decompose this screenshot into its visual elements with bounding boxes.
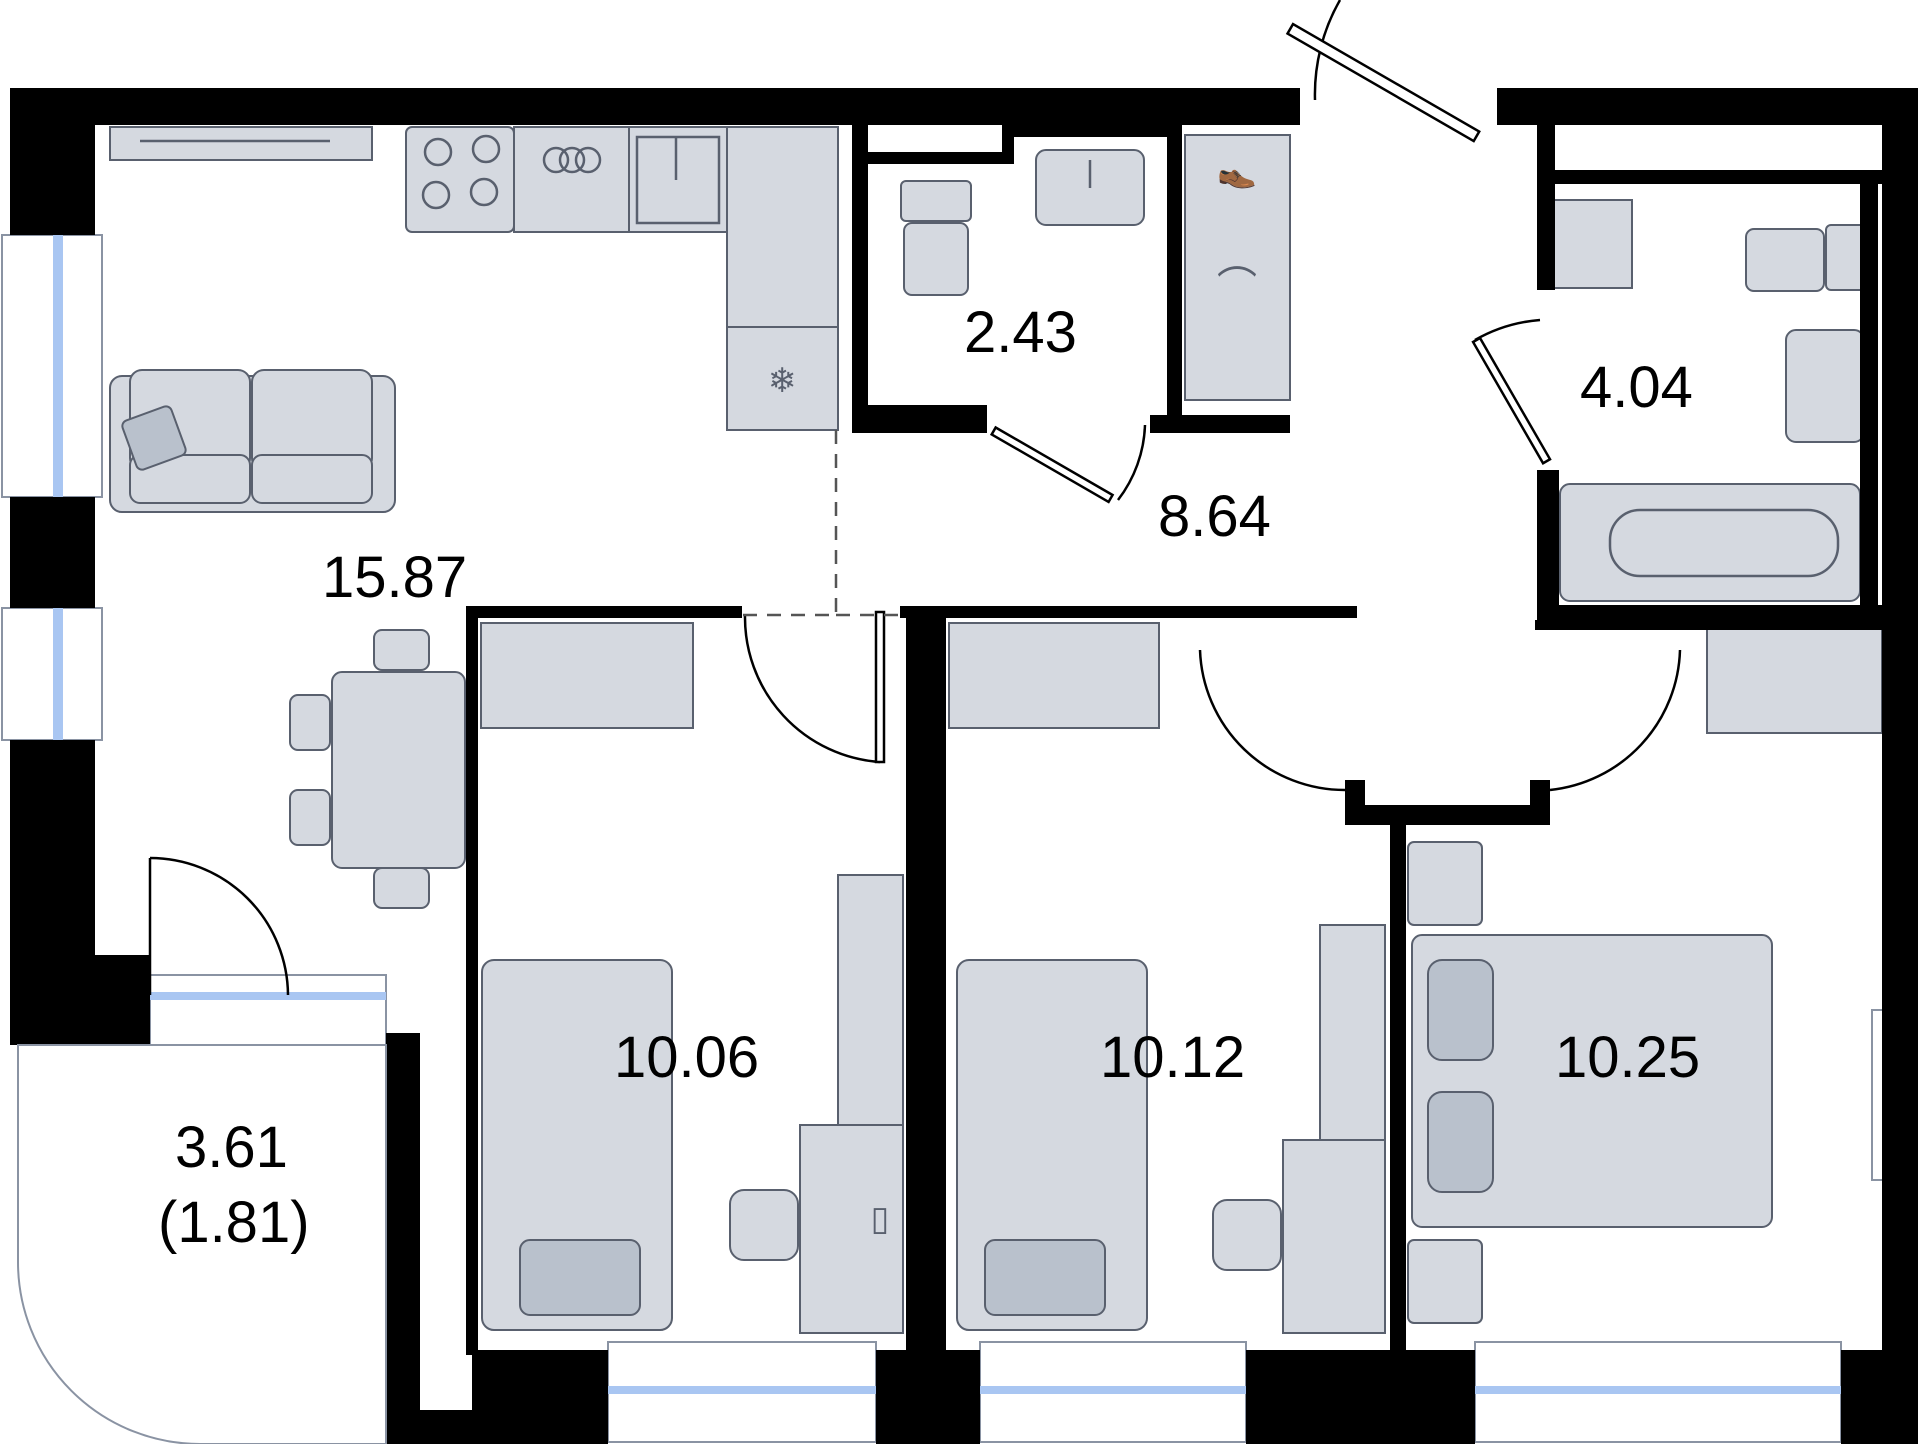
- bed-3: [1411, 934, 1773, 1228]
- snowflake-icon: ❄: [768, 361, 797, 401]
- window-bedroom-2: [979, 1341, 1247, 1443]
- area-bathroom: 4.04: [1580, 355, 1693, 420]
- shelf-1: [837, 874, 904, 1126]
- wc-door: [989, 424, 1147, 504]
- chair-1: [729, 1189, 799, 1261]
- area-living-kitchen: 15.87: [322, 545, 468, 610]
- bath-basin: [1785, 329, 1865, 443]
- chair-2: [1212, 1199, 1282, 1271]
- window-left-bottom: [1, 607, 103, 741]
- zone-boundary: [740, 430, 900, 617]
- window-left-top: [1, 234, 103, 498]
- nightstand-bottom: [1407, 1239, 1483, 1324]
- bathroom-door: [1471, 318, 1552, 465]
- hall-wardrobe: 👞 ⌒: [1184, 134, 1291, 401]
- balcony-door: [148, 856, 290, 996]
- shoe-icon: 👞: [1217, 152, 1257, 190]
- area-balcony-reduced: (1.81): [158, 1190, 310, 1255]
- nightstand-top: [1407, 841, 1483, 926]
- bedroom-2-door: [1198, 649, 1346, 792]
- hanger-icon: ⌒: [1217, 264, 1257, 310]
- area-wc: 2.43: [964, 300, 1077, 365]
- wardrobe-1: [480, 622, 694, 729]
- bath-toilet: [1745, 224, 1867, 292]
- balcony: [17, 1044, 387, 1444]
- window-bedroom-1: [607, 1341, 877, 1443]
- cooktop: [405, 126, 515, 233]
- wardrobe-3: [1706, 627, 1883, 734]
- area-bedroom-3: 10.25: [1555, 1025, 1701, 1090]
- wc-basin: [1035, 149, 1145, 226]
- dishwasher: [513, 126, 630, 233]
- kitchen-sink: [628, 126, 728, 233]
- bed-1: [481, 959, 673, 1331]
- wardrobe-2: [948, 622, 1160, 729]
- desk-1: [799, 1124, 904, 1334]
- bathtub: [1559, 483, 1861, 602]
- fridge: ❄: [726, 326, 839, 431]
- bedroom-3-door: [1549, 649, 1682, 792]
- window-balcony-door: [149, 974, 387, 1046]
- wall-shelf: [109, 126, 373, 161]
- monitor-icon: ▯: [871, 1199, 890, 1239]
- dining-table: [289, 629, 466, 909]
- area-bedroom-2: 10.12: [1100, 1025, 1246, 1090]
- entrance-door: [1285, 0, 1481, 143]
- washing-machine: [1551, 199, 1633, 289]
- window-bedroom-3: [1474, 1341, 1842, 1443]
- bed-2: [956, 959, 1148, 1331]
- sofa: [109, 369, 396, 513]
- kitchen-counter: [726, 126, 839, 328]
- area-hall: 8.64: [1158, 484, 1271, 549]
- area-balcony: 3.61: [175, 1115, 288, 1180]
- shelf-2: [1319, 924, 1386, 1141]
- bedroom-1-door: [743, 610, 886, 764]
- wc-toilet: [900, 180, 972, 296]
- desk-2: [1282, 1139, 1386, 1334]
- walls: [10, 88, 1918, 1444]
- area-bedroom-1: 10.06: [614, 1025, 760, 1090]
- cushion: [121, 405, 187, 471]
